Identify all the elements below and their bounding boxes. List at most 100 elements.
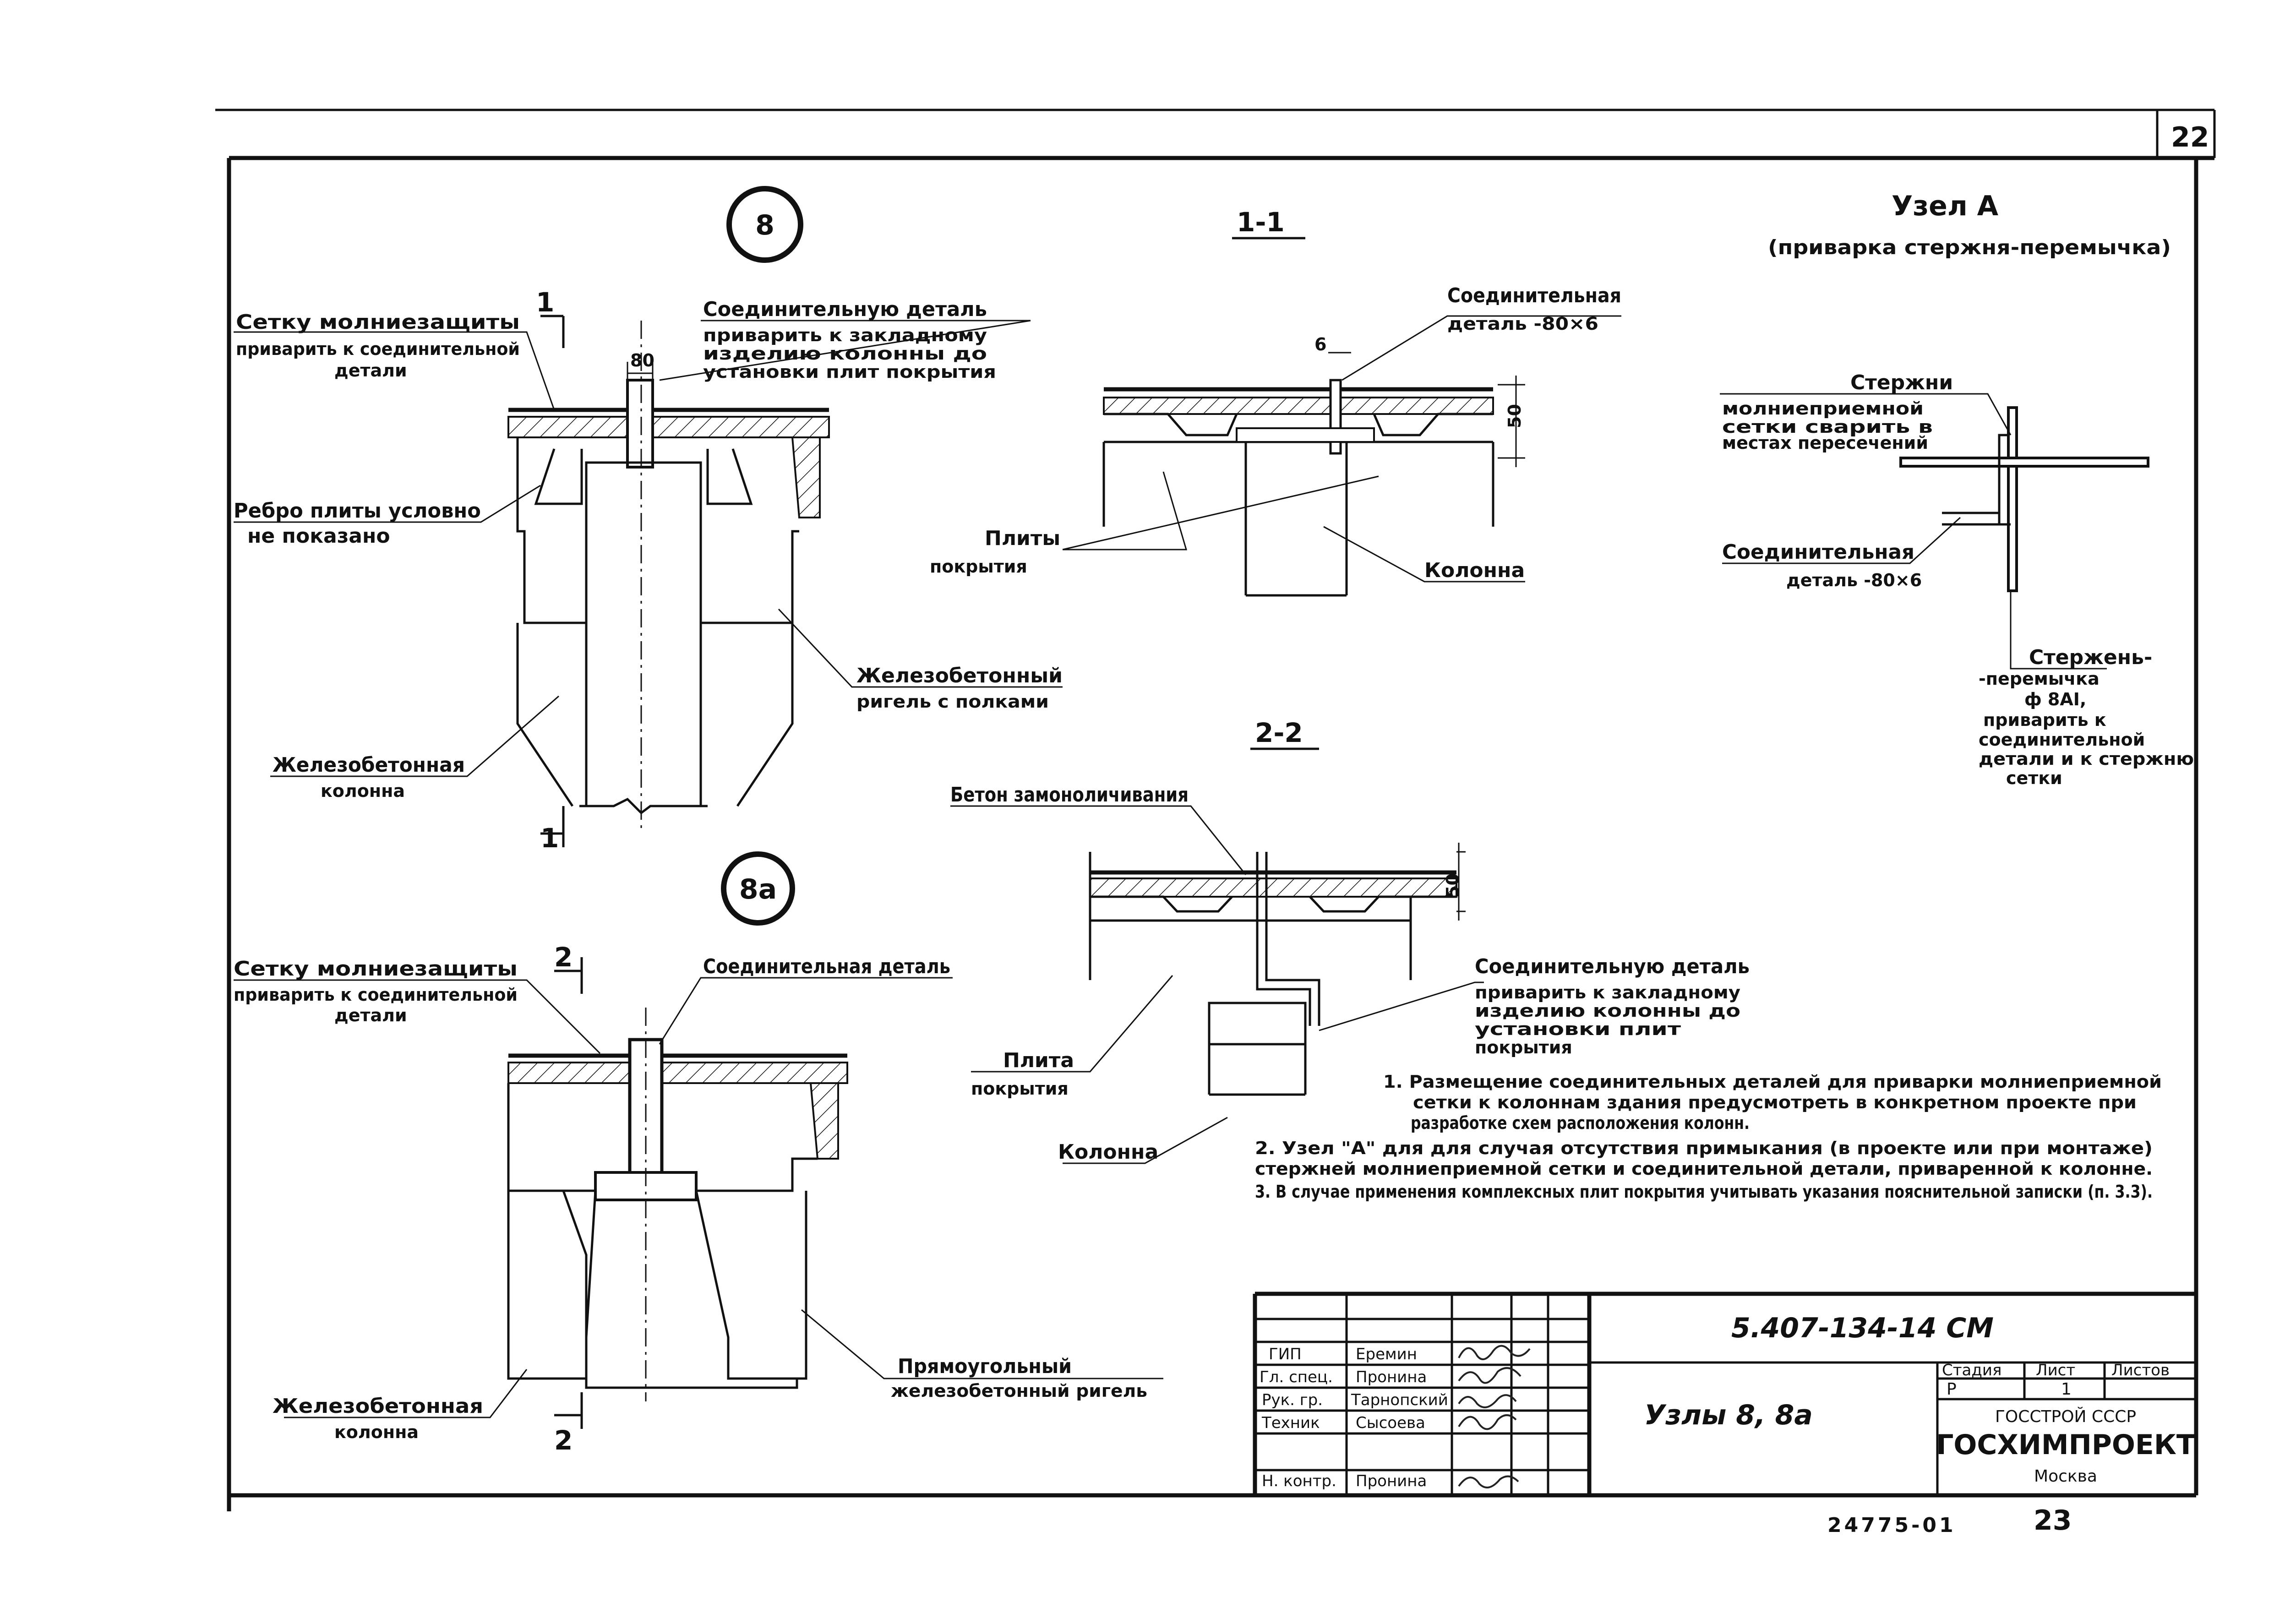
detail-8a-marker-circle — [721, 851, 795, 926]
detail-8a-label-mesh: Сетку молниезащиты приварить к соедините… — [234, 957, 518, 1025]
handwritten-signatures — [1458, 1345, 1531, 1488]
svg-text:Стержень-: Стержень- — [2029, 646, 2152, 669]
svg-text:Плиты: Плиты — [985, 527, 1060, 550]
detail-8a-marker: 8а — [739, 873, 777, 905]
node-a-horizontal-rod — [1899, 457, 2149, 468]
node-a-title: Узел А — [1892, 190, 1999, 222]
note-line: сетки к колоннам здания предусмотреть в … — [1413, 1092, 2137, 1112]
svg-text:Железобетонный: Железобетонный — [856, 664, 1063, 687]
detail-8a-label-column: Железобетонная колонна — [273, 1395, 483, 1442]
svg-text:сетки сварить в: сетки сварить в — [1722, 417, 1933, 437]
section-1-1-dim-top: 6 — [1314, 334, 1326, 354]
node-a-label-rods: Стержни молниеприемной сетки сварить в м… — [1722, 371, 1953, 453]
svg-text:изделию колонны до: изделию колонны до — [1475, 1001, 1740, 1021]
svg-text:детали и к стержню: детали и к стержню — [1979, 749, 2194, 769]
svg-text:Бетон замоноличивания: Бетон замоноличивания — [950, 783, 1189, 807]
sig-name: Тарнопский — [1351, 1391, 1448, 1409]
detail-8-label-mesh: Сетку молниезащиты приварить к соедините… — [236, 311, 520, 381]
svg-text:покрытия: покрытия — [1475, 1037, 1572, 1057]
svg-text:деталь -80×6: деталь -80×6 — [1447, 314, 1598, 334]
sheet-title: Узлы 8, 8а — [1644, 1399, 1813, 1431]
sig-name: Сысоева — [1356, 1414, 1425, 1432]
node-a-subtitle: (приварка стержня-перемычка) — [1768, 236, 2171, 259]
sheets-header: Листов — [2111, 1361, 2170, 1379]
detail-8: 8 1 1 80 Сетку молн — [234, 186, 1063, 854]
svg-text:Колонна: Колонна — [1424, 559, 1525, 582]
sig-name: Пронина — [1356, 1368, 1427, 1386]
detail-8-roof-slab — [507, 416, 830, 438]
svg-text:приварить к закладному: приварить к закладному — [703, 325, 987, 345]
svg-text:Железобетонная: Железобетонная — [273, 1395, 483, 1418]
svg-text:Ребро плиты условно: Ребро плиты условно — [234, 499, 481, 523]
detail-8-label-rib: Ребро плиты условно не показано — [234, 499, 481, 548]
section-2-2: 2-2 50 Бетон замоноличивания Соединитель… — [950, 717, 1750, 1164]
bottom-page-number: 23 — [2034, 1504, 2072, 1537]
svg-text:Соединительная: Соединительная — [1447, 284, 1621, 307]
detail-8-label-column: Железобетонная колонна — [273, 753, 465, 801]
svg-text:Колонна: Колонна — [1058, 1140, 1158, 1164]
section-1-1-dim-side: 50 — [1505, 404, 1525, 428]
section-2-2-connector — [1208, 1002, 1307, 1046]
sig-role: Техник — [1261, 1414, 1320, 1432]
detail-8-connector-plate — [626, 379, 654, 469]
sig-name: Пронина — [1356, 1472, 1427, 1490]
svg-text:Прямоугольный: Прямоугольный — [898, 1355, 1072, 1378]
detail-8-marker-circle — [726, 186, 803, 263]
note-line: 3. В случае применения комплексных плит … — [1255, 1182, 2153, 1202]
svg-text:изделию колонны до: изделию колонны до — [703, 343, 987, 364]
section-2-2-label-column: Колонна — [1058, 1140, 1158, 1164]
section-2-2-title: 2-2 — [1255, 717, 1303, 748]
svg-text:Соединительная: Соединительная — [1722, 540, 1914, 564]
svg-text:местах пересечений: местах пересечений — [1722, 433, 1928, 453]
svg-text:Плита: Плита — [1003, 1049, 1074, 1072]
section-1-1: 1-1 6 50 Соединительная деталь -80×6 Пли… — [930, 207, 1621, 597]
detail-8-section-mark-top: 1 — [536, 287, 554, 318]
svg-text:Соединительную деталь: Соединительную деталь — [703, 298, 987, 321]
signature-rows: ГИП Еремин Гл. спец. Пронина Рук. гр. Та… — [1260, 1345, 1448, 1490]
detail-8-section-mark-bottom: 1 — [540, 823, 559, 854]
org-line2: ГОСХИМПРОЕКТ — [1936, 1429, 2195, 1461]
sig-role: ГИП — [1269, 1345, 1302, 1363]
svg-text:установки плит покрытия: установки плит покрытия — [703, 362, 996, 382]
detail-8a-label-girder: Прямоугольный железобетонный ригель — [891, 1355, 1147, 1401]
section-2-2-label-concrete: Бетон замоноличивания — [950, 783, 1189, 807]
note-line: стержней молниеприемной сетки и соединит… — [1255, 1159, 2153, 1179]
node-a-label-connector: Соединительная деталь -80×6 — [1722, 540, 1922, 590]
svg-text:Соединительная деталь: Соединительная деталь — [703, 955, 950, 978]
svg-text:колонна: колонна — [321, 781, 405, 801]
doc-code: 5.407-134-14 СМ — [1731, 1312, 1994, 1344]
detail-8-label-connector: Соединительную деталь приварить к заклад… — [703, 298, 996, 382]
svg-text:приварить к соединительной: приварить к соединительной — [236, 339, 520, 359]
section-1-1-label-connector: Соединительная деталь -80×6 — [1447, 284, 1621, 334]
section-2-2-label-slab: Плита покрытия — [971, 1049, 1074, 1099]
org-line3: Москва — [2034, 1467, 2097, 1486]
detail-8a-section-mark-top: 2 — [554, 942, 573, 973]
stage-header: Стадия — [1942, 1361, 2001, 1379]
svg-text:приварить к соединительной: приварить к соединительной — [234, 985, 518, 1005]
svg-text:деталь -80×6: деталь -80×6 — [1786, 570, 1922, 590]
sig-role: Н. контр. — [1262, 1472, 1336, 1490]
detail-8a: 8а 2 2 Сетку молниезащиты приварить к со… — [234, 851, 1163, 1456]
sig-role: Рук. гр. — [1262, 1391, 1323, 1409]
note-line: разработке схем расположения колонн. — [1411, 1113, 1750, 1133]
svg-text:ригель с полками: ригель с полками — [856, 692, 1049, 712]
detail-8a-label-connector: Соединительная деталь — [703, 955, 950, 978]
svg-text:молниеприемной: молниеприемной — [1722, 398, 1924, 419]
detail-8-girder-outline — [516, 437, 799, 624]
svg-text:Сетку молниезащиты: Сетку молниезащиты — [234, 957, 518, 981]
svg-text:Железобетонная: Железобетонная — [273, 753, 465, 777]
detail-8a-roof-slab — [507, 1062, 848, 1084]
node-a-label-jumper: Стержень- -перемычка ф 8AI, приварить к … — [1979, 646, 2194, 788]
node-a: Узел А (приварка стержня-перемычка) Стер… — [1720, 190, 2194, 788]
svg-text:соединительной: соединительной — [1979, 730, 2145, 750]
bottom-code: 24775-01 — [1827, 1514, 1956, 1537]
detail-8-slab-edge — [791, 436, 821, 518]
svg-text:Соединительную деталь: Соединительную деталь — [1475, 955, 1750, 978]
detail-8-marker: 8 — [755, 209, 774, 241]
sheet-frame — [215, 109, 2216, 1511]
svg-text:приварить к: приварить к — [1983, 710, 2106, 730]
note-line: 1. Размещение соединительных деталей для… — [1383, 1072, 2162, 1092]
note-line: 2. Узел "А" для для случая отсутствия пр… — [1255, 1138, 2153, 1158]
svg-text:-перемычка: -перемычка — [1979, 669, 2100, 689]
